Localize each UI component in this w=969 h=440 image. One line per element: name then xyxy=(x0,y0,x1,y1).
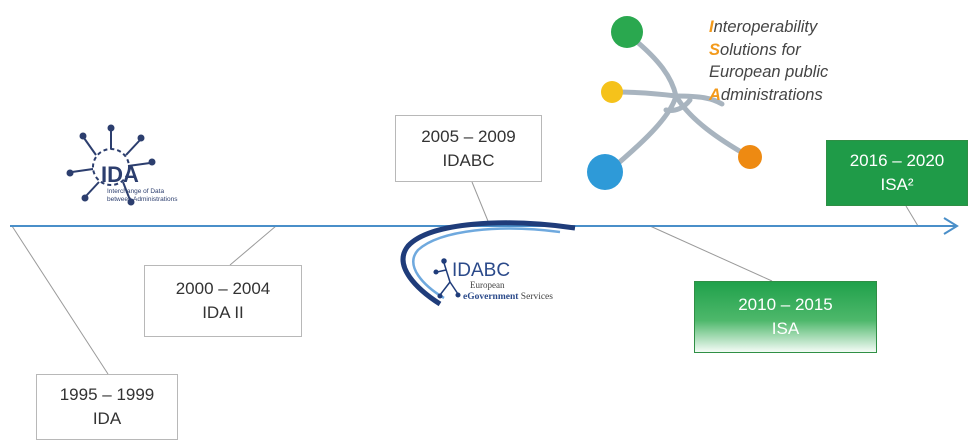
period-years: 2016 – 2020 xyxy=(849,151,945,170)
connector-2010 xyxy=(649,225,773,282)
isa-green-dot xyxy=(611,16,643,48)
period-name: ISA xyxy=(771,319,800,338)
connector-1995 xyxy=(11,225,109,375)
idabc-logo-wordmark: IDABC xyxy=(452,260,510,281)
period-years: 1995 – 1999 xyxy=(59,385,155,404)
isa-line-rest: European public xyxy=(709,63,829,81)
period-box-2016-2020: 2016 – 2020 ISA² xyxy=(826,140,968,206)
ida-logo-nodes xyxy=(66,124,156,206)
isa-line-rest: dministrations xyxy=(720,85,823,104)
idabc-subtitle-bold: eGovernment xyxy=(463,292,519,302)
connector-2016 xyxy=(905,205,919,227)
isa-initial: A xyxy=(709,85,721,104)
isa-line-rest: nteroperability xyxy=(713,18,818,36)
idabc-logo-subtitle-line1: European xyxy=(470,280,505,290)
idabc-logo-figure xyxy=(433,258,461,299)
idabc-logo-swoosh xyxy=(400,220,576,307)
period-name: IDABC xyxy=(442,150,495,170)
ida-tagline-line1: Interchange of Data xyxy=(107,188,165,195)
isa-line-rest: olutions for xyxy=(720,40,801,59)
ida-logo-tagline: Interchange of Data between Administrati… xyxy=(107,188,247,204)
period-name: IDA xyxy=(92,409,122,428)
isa-logo-text: Interoperability Solutions for European … xyxy=(709,16,909,106)
period-years: 2005 – 2009 xyxy=(421,126,516,146)
period-years: 2000 – 2004 xyxy=(175,279,271,298)
isa-blue-dot xyxy=(587,154,623,190)
ida-tagline-line2: between Administrations xyxy=(107,196,178,203)
period-name: IDA II xyxy=(202,303,244,322)
connector-2000 xyxy=(229,225,277,266)
isa-yellow-dot xyxy=(601,81,623,103)
period-years: 2010 – 2015 xyxy=(738,295,833,314)
period-name: ISA² xyxy=(880,175,914,194)
period-box-1995-1999: 1995 – 1999 IDA xyxy=(36,374,178,440)
isa-initial: I xyxy=(709,18,714,36)
isa-text-line-4: Administrations xyxy=(709,84,909,107)
isa-initial: S xyxy=(709,40,721,59)
isa-text-line-1: Interoperability xyxy=(709,16,909,39)
idabc-logo-subtitle-line2: eGovernment Services xyxy=(463,292,553,302)
isa-orange-dot xyxy=(738,145,762,169)
period-box-2005-2009: 2005 – 2009 IDABC xyxy=(395,115,542,182)
period-box-2010-2015: 2010 – 2015 ISA xyxy=(694,281,877,353)
isa-text-line-3: European public xyxy=(709,61,909,84)
period-box-2000-2004: 2000 – 2004 IDA II xyxy=(144,265,302,337)
idabc-subtitle-rest: Services xyxy=(518,292,553,302)
ida-logo-wordmark: IDA xyxy=(101,162,139,187)
timeline-arrowhead xyxy=(943,217,959,235)
ida-logo-graphic xyxy=(71,130,151,201)
isa-text-line-2: Solutions for xyxy=(709,39,909,62)
connector-2005 xyxy=(471,181,491,227)
